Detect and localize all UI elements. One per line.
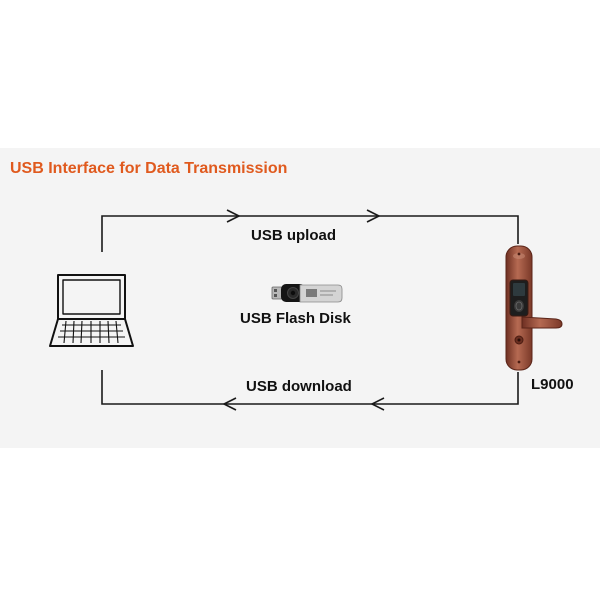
download-arrow-2 — [222, 397, 237, 411]
usb-download-label: USB download — [246, 378, 352, 395]
usb-upload-label: USB upload — [251, 227, 336, 244]
device-model-label: L9000 — [531, 376, 574, 393]
usb-flash-disk-icon — [271, 284, 343, 303]
fingerprint-door-lock — [505, 245, 563, 371]
upload-line — [101, 215, 519, 252]
download-arrow-1 — [370, 397, 385, 411]
diagram-title: USB Interface for Data Transmission — [10, 160, 288, 177]
upload-arrow-1 — [226, 209, 241, 223]
usb-flash-disk-label: USB Flash Disk — [240, 310, 351, 327]
upload-arrow-2 — [366, 209, 381, 223]
laptop-icon — [49, 274, 134, 347]
download-line — [101, 370, 519, 405]
